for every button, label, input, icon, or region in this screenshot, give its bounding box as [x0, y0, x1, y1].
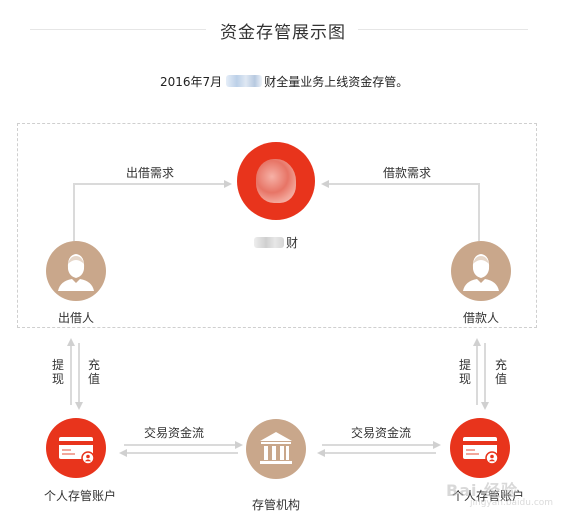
intro-prefix: 2016年7月: [160, 75, 223, 89]
bank-card-icon: [463, 437, 499, 465]
lend-demand-line: [73, 183, 226, 241]
custodian-bank-node: [246, 419, 306, 479]
intro-suffix: 财全量业务上线资金存管。: [264, 75, 409, 89]
edge-label-lend-demand: 出借需求: [126, 166, 175, 180]
person-icon: [463, 254, 499, 291]
arrowhead-flow-left-to-account: [119, 449, 127, 457]
title-rule-right: [358, 29, 528, 30]
custodian-bank-label: 存管机构: [252, 498, 301, 512]
edge-label-withdraw-left: 提现: [52, 358, 65, 386]
account-label-left: 个人存管账户: [44, 489, 117, 503]
platform-node: [237, 142, 315, 220]
person-icon: [58, 254, 94, 291]
edge-label-borrow-demand: 借款需求: [383, 166, 432, 180]
borrow-demand-line: [327, 183, 480, 241]
edge-label-deposit-right: 充值: [495, 358, 508, 386]
platform-label: 财: [254, 234, 298, 251]
watermark: Bai 经验 jingyan.baidu.com: [432, 474, 554, 514]
arrowhead-flow-right-to-account: [433, 441, 441, 449]
arrowhead-flow-left-to-bank: [235, 441, 243, 449]
arrowhead-deposit-left: [75, 402, 83, 410]
edge-label-deposit-left: 充值: [88, 358, 101, 386]
arrowhead-deposit-right: [481, 402, 489, 410]
account-node-left: [46, 418, 106, 478]
lender-label: 出借人: [58, 311, 95, 325]
borrower-node: [451, 241, 511, 301]
edge-label-flow-right: 交易资金流: [351, 426, 412, 440]
account-node-right: [450, 418, 510, 478]
arrowhead-flow-right-to-bank: [317, 449, 325, 457]
platform-zone-frame: [17, 123, 537, 328]
bank-building-icon: [260, 432, 292, 464]
redacted-platform-name: [226, 75, 263, 87]
intro-text: 2016年7月 财全量业务上线资金存管。: [160, 73, 408, 90]
platform-label-suffix: 财: [286, 236, 299, 250]
lender-node: [46, 241, 106, 301]
arrowhead-borrow: [321, 180, 329, 188]
watermark-subtext: jingyan.baidu.com: [470, 498, 554, 508]
redacted-platform-label: [254, 237, 284, 248]
diagram-title: 资金存管展示图: [220, 23, 346, 43]
arrowhead-lend: [224, 180, 232, 188]
watermark-text: Bai 经验: [446, 481, 519, 500]
borrower-label: 借款人: [463, 311, 500, 325]
account-label-right: 个人存管账户: [452, 489, 525, 503]
arrowhead-withdraw-right: [473, 338, 481, 346]
title-rule-left: [30, 29, 206, 30]
bank-card-icon: [59, 437, 95, 465]
edge-label-flow-left: 交易资金流: [144, 426, 205, 440]
arrowhead-withdraw-left: [67, 338, 75, 346]
edge-label-withdraw-right: 提现: [459, 358, 472, 386]
platform-logo: [256, 159, 296, 203]
